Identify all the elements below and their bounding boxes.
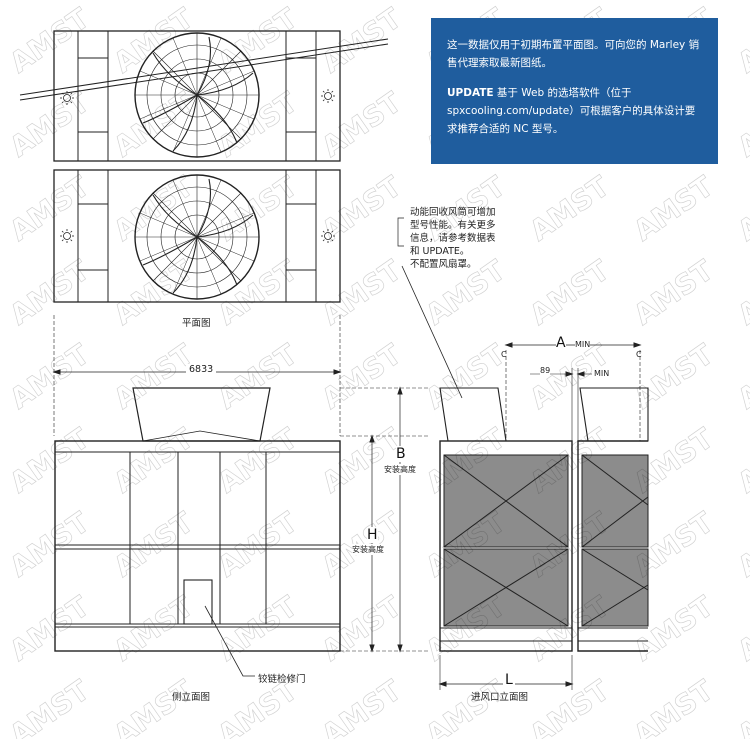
dim-a-min: MIN	[575, 340, 591, 349]
note-update-word: UPDATE	[447, 87, 494, 99]
dim-h: H	[367, 527, 378, 543]
inlet-view-label: 进风口立面图	[471, 692, 529, 703]
note-line1: 这一数据仅用于初期布置平面图。可向您的 Marley 销售代理索取最新图纸。	[447, 39, 700, 69]
dim-89-min: MIN	[594, 369, 610, 378]
callout-line: 动能回收风筒可增加	[410, 207, 496, 218]
dim-6833: 6833	[186, 364, 217, 375]
callout-line: 型号性能。有关更多	[410, 220, 496, 231]
side-view-label: 侧立面图	[172, 692, 211, 703]
dim-l: L	[503, 672, 515, 688]
centerline-right: C	[636, 350, 642, 359]
note-line2: 基于 Web 的选塔软件（位于 spxcooling.com/update）可根…	[447, 87, 696, 135]
dim-89: 89	[540, 366, 551, 375]
callout-line: 不配置风扇罩。	[410, 259, 477, 270]
stack-callout: 动能回收风筒可增加 型号性能。有关更多 信息，请参考数据表 和 UPDATE。 …	[410, 206, 520, 271]
plan-view-label: 平面图	[182, 318, 211, 329]
info-note: 这一数据仅用于初期布置平面图。可向您的 Marley 销售代理索取最新图纸。 U…	[431, 18, 718, 164]
install-height-b: 安装高度	[384, 464, 416, 475]
install-height-h: 安装高度	[352, 544, 384, 555]
callout-line: 信息，请参考数据表	[410, 233, 496, 244]
centerline-left: C	[501, 350, 507, 359]
callout-line: 和 UPDATE。	[410, 246, 470, 257]
hinged-door-label: 铰链检修门	[258, 674, 306, 685]
dim-b: B	[396, 446, 406, 462]
dim-a: A	[556, 335, 566, 351]
